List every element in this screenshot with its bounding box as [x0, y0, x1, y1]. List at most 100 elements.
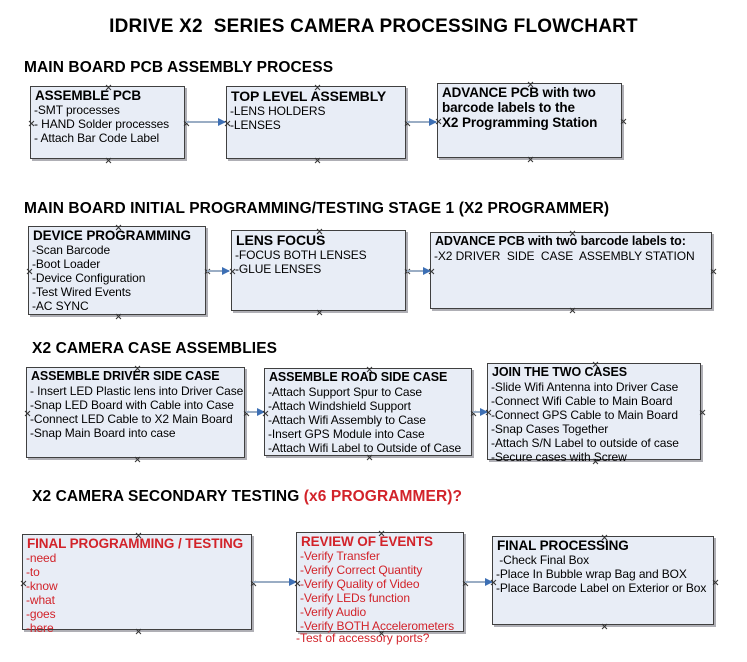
node-title: TOP LEVEL ASSEMBLY — [231, 88, 387, 104]
node-assemble-pcb[interactable]: ASSEMBLE PCB -SMT processes - HAND Solde… — [30, 86, 185, 159]
connection-handle-bottom[interactable] — [105, 157, 112, 164]
arrowhead-icon — [218, 117, 226, 126]
connector-top-level-assembly-to-advance-pcb — [407, 117, 437, 126]
node-line: - HAND Solder processes — [34, 117, 170, 131]
node-line: -Verify Transfer — [300, 549, 380, 563]
node-line: -Snap Main Board into case — [30, 426, 176, 440]
node-line: -Attach Support Spur to Case — [268, 385, 422, 399]
node-assemble-driver-side-case[interactable]: ASSEMBLE DRIVER SIDE CASE - Insert LED P… — [26, 367, 245, 458]
node-title: FINAL PROCESSING — [497, 538, 629, 553]
node-line: -Insert GPS Module into Case — [268, 427, 425, 441]
node-final-programming-testing[interactable]: FINAL PROGRAMMING / TESTING -need -to -k… — [22, 534, 252, 635]
connector-device-programming-to-lens-focus — [207, 266, 230, 275]
arrowhead-icon — [222, 266, 230, 275]
node-title: ADVANCE PCB with two barcode labels to t… — [442, 85, 598, 130]
node-line: -goes — [26, 607, 56, 621]
node-advance-pcb-to-driver-side-case-assembly[interactable]: ADVANCE PCB with two barcode labels to: … — [430, 232, 712, 309]
node-title: DEVICE PROGRAMMING — [33, 228, 191, 243]
node-join-the-two-cases[interactable]: JOIN THE TWO CASES -Slide Wifi Antenna i… — [487, 363, 701, 464]
connection-handle-bottom[interactable] — [601, 623, 608, 630]
arrowhead-icon — [485, 577, 493, 586]
node-line: -Test Wired Events — [32, 285, 131, 299]
section-heading-main-board-pcb-assembly-process: MAIN BOARD PCB ASSEMBLY PROCESS — [24, 59, 333, 77]
node-lens-focus[interactable]: LENS FOCUS -FOCUS BOTH LENSES -GLUE LENS… — [231, 230, 406, 311]
page-title: IDRIVE X2 SERIES CAMERA PROCESSING FLOWC… — [109, 16, 638, 37]
node-line: -Boot Loader — [32, 257, 101, 271]
connection-handle-bottom[interactable] — [569, 307, 576, 314]
node-line: -SMT processes — [34, 103, 120, 117]
node-review-of-events-overflow-line: -Test of accessory ports? — [296, 631, 430, 645]
node-title: ASSEMBLE ROAD SIDE CASE — [269, 370, 448, 384]
node-line: -to — [26, 565, 40, 579]
node-line: -know — [26, 579, 58, 593]
node-line: -Verify Quality of Video — [300, 577, 420, 591]
node-line: -Slide Wifi Antenna into Driver Case — [491, 380, 679, 394]
node-line: -Verify LEDs function — [300, 591, 410, 605]
node-line: -LENSES — [230, 118, 281, 132]
node-line: -GLUE LENSES — [235, 262, 322, 276]
node-assemble-road-side-case[interactable]: ASSEMBLE ROAD SIDE CASE -Attach Support … — [264, 368, 472, 456]
node-line: -Scan Barcode — [32, 243, 111, 257]
node-line: -Place In Bubble wrap Bag and BOX — [496, 567, 687, 581]
node-line: -here — [26, 621, 54, 635]
node-line: -need — [26, 551, 57, 565]
node-title: ASSEMBLE PCB — [35, 88, 142, 103]
connection-handle-right[interactable] — [710, 268, 717, 275]
node-title: LENS FOCUS — [236, 232, 326, 248]
node-top-level-assembly[interactable]: TOP LEVEL ASSEMBLY -LENS HOLDERS -LENSES — [226, 86, 406, 159]
node-title: JOIN THE TWO CASES — [492, 365, 628, 379]
connector-review-of-events-to-final-processing — [465, 577, 493, 586]
section-heading-text: X2 CAMERA SECONDARY TESTING — [32, 488, 304, 505]
node-title: FINAL PROGRAMMING / TESTING — [27, 536, 244, 551]
connection-handle-bottom[interactable] — [134, 456, 141, 463]
arrowhead-icon — [429, 117, 437, 126]
connector-assemble-pcb-to-top-level-assembly — [186, 117, 226, 126]
section-heading-x2-camera-case-assemblies: X2 CAMERA CASE ASSEMBLIES — [32, 340, 277, 358]
connector-driver-side-to-road-side — [246, 407, 265, 416]
node-line: - Attach Bar Code Label — [34, 131, 160, 145]
node-title: ADVANCE PCB with two barcode labels to: — [435, 234, 686, 248]
section-heading-x2-camera-secondary-testing: X2 CAMERA SECONDARY TESTING (x6 PROGRAMM… — [32, 488, 462, 506]
arrowhead-icon — [480, 407, 488, 416]
node-line: -Verify Correct Quantity — [300, 563, 423, 577]
node-title: ASSEMBLE DRIVER SIDE CASE — [31, 369, 220, 383]
node-device-programming[interactable]: DEVICE PROGRAMMING -Scan Barcode -Boot L… — [28, 226, 206, 315]
node-line: -Connect LED Cable to X2 Main Board — [30, 412, 233, 426]
section-heading-text: MAIN BOARD INITIAL PROGRAMMING/TESTING S… — [24, 200, 610, 217]
node-line: -Verify Audio — [300, 605, 367, 619]
node-line: -Snap LED Board with Cable into Case — [30, 398, 234, 412]
section-heading-text: X2 CAMERA CASE ASSEMBLIES — [32, 340, 278, 357]
connection-handle-bottom[interactable] — [527, 156, 534, 163]
section-heading-accent: (x6 PROGRAMMER)? — [303, 488, 463, 505]
node-line: -Attach Wifi Label to Outside of Case — [268, 441, 462, 455]
arrowhead-icon — [257, 407, 265, 416]
node-line: -X2 DRIVER SIDE CASE ASSEMBLY STATION — [434, 249, 695, 263]
node-line: -Secure cases with Screw — [491, 450, 627, 464]
node-line: -AC SYNC — [32, 299, 89, 313]
node-line: -LENS HOLDERS — [230, 104, 326, 118]
connector-road-side-to-join-cases — [473, 407, 488, 416]
node-line: -what — [26, 593, 55, 607]
node-line: -Verify BOTH Accelerometers — [300, 619, 455, 633]
node-advance-pcb-to-x2-programming-station[interactable]: ADVANCE PCB with two barcode labels to t… — [437, 83, 622, 158]
node-line: -Connect GPS Cable to Main Board — [491, 408, 678, 422]
arrowhead-icon — [423, 266, 431, 275]
node-line: -Attach S/N Label to outside of case — [491, 436, 679, 450]
node-line: -Place Barcode Label on Exterior or Box — [496, 581, 707, 595]
connection-handle-bottom[interactable] — [115, 313, 122, 320]
connector-final-programming-to-review-of-events — [253, 577, 297, 586]
connection-handle-bottom[interactable] — [316, 309, 323, 316]
node-line: -Device Configuration — [32, 271, 146, 285]
connector-lens-focus-to-advance-pcb — [407, 266, 431, 275]
section-heading-main-board-initial-programming-testing-stage-1: MAIN BOARD INITIAL PROGRAMMING/TESTING S… — [24, 200, 609, 218]
node-line: -Check Final Box — [496, 553, 589, 567]
connection-handle-bottom[interactable] — [314, 157, 321, 164]
node-review-of-events[interactable]: REVIEW OF EVENTS -Verify Transfer -Verif… — [296, 532, 464, 633]
node-line: -Attach Windshield Support — [268, 399, 411, 413]
node-final-processing[interactable]: FINAL PROCESSING -Check Final Box -Place… — [492, 536, 714, 625]
node-line: -FOCUS BOTH LENSES — [235, 248, 367, 262]
node-line: -Attach Wifi Assembly to Case — [268, 413, 426, 427]
node-line: - Insert LED Plastic lens into Driver Ca… — [30, 384, 244, 398]
node-line: -Connect Wifi Cable to Main Board — [491, 394, 673, 408]
